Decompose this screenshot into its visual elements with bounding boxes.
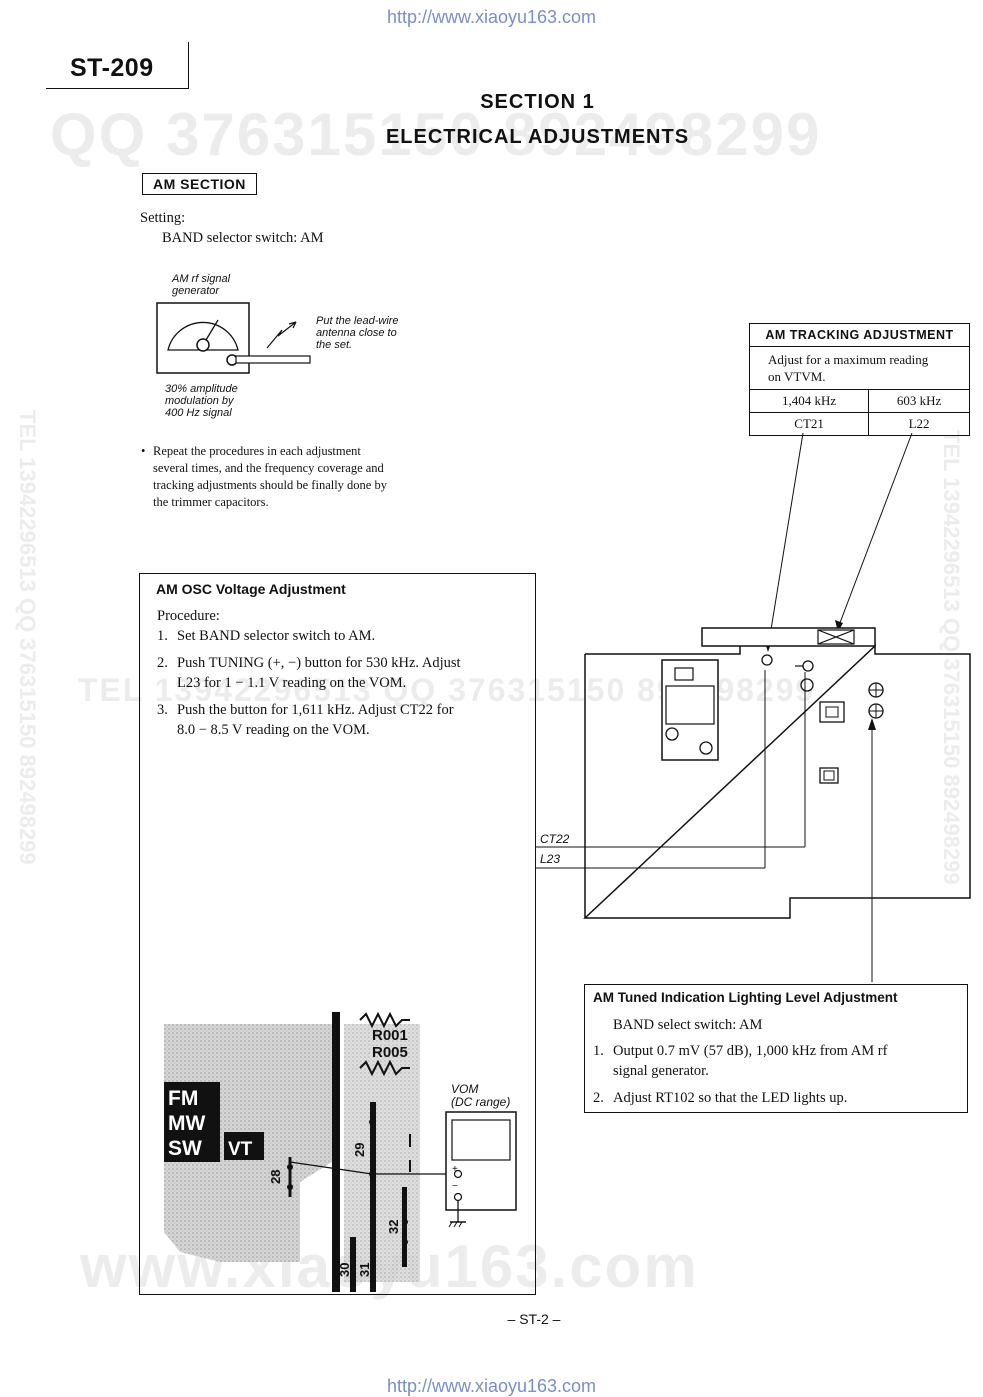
osc-step: 3.Push the button for 1,611 kHz. Adjust … <box>157 702 454 738</box>
am-section-label: AM SECTION <box>142 173 257 195</box>
tracking-title: AM TRACKING ADJUSTMENT <box>749 323 970 347</box>
l23-label: L23 <box>540 852 561 866</box>
model-divider <box>188 42 189 89</box>
vom-minus: − <box>452 1181 458 1192</box>
osc-step: 1.Set BAND selector switch to AM. <box>157 628 376 644</box>
osc-step: 2.Push TUNING (+, −) button for 530 kHz.… <box>157 655 461 691</box>
signal-generator-drawing <box>156 302 311 374</box>
pcb-pin-28: 28 <box>268 1170 283 1184</box>
tracking-part-2: L22 <box>868 412 970 436</box>
pcb-fm-label: FM <box>168 1087 198 1110</box>
tracking-part-1: CT21 <box>748 412 870 436</box>
pcb-r001: R001 <box>372 1027 408 1044</box>
pcb-r005: R005 <box>372 1044 408 1061</box>
tuned-title: AM Tuned Indication Lighting Level Adjus… <box>593 990 898 1005</box>
ct22-label: CT22 <box>540 832 570 846</box>
pcb-pin-31: 31 <box>357 1263 372 1277</box>
setting-label: Setting: <box>140 210 186 226</box>
tracking-freq-2: 603 kHz <box>868 389 970 413</box>
pcb-sw-label: SW <box>168 1137 202 1160</box>
pcb-pattern: FM MW SW VT R001 R005 28 29 30 31 32 + − <box>164 1012 517 1292</box>
pcb-mw-label: MW <box>168 1112 205 1135</box>
generator-label: AM rf signal generator <box>172 273 231 297</box>
url-top[interactable]: http://www.xiaoyu163.com <box>386 7 597 27</box>
pcb-pin-32: 32 <box>386 1220 401 1234</box>
setting-value: BAND selector switch: AM <box>162 230 324 246</box>
bullet-icon: • <box>141 444 146 458</box>
watermark-side-left: TEL 13942296513 QQ 376315150 892498299 <box>15 410 40 865</box>
vom-plus: + <box>452 1164 458 1175</box>
pcb-vt-label: VT <box>228 1139 253 1160</box>
osc-panel <box>139 573 536 1295</box>
tracking-table: AM TRACKING ADJUSTMENT Adjust for a maxi… <box>748 323 970 436</box>
url-bottom[interactable]: http://www.xiaoyu163.com <box>386 1376 597 1396</box>
modulation-note: 30% amplitude modulation by 400 Hz signa… <box>165 383 238 419</box>
tracking-freq-1: 1,404 kHz <box>748 389 870 413</box>
osc-steps: 1.Set BAND selector switch to AM. 2.Push… <box>157 626 519 747</box>
section-title: ELECTRICAL ADJUSTMENTS <box>385 126 690 148</box>
pcb-pin-29: 29 <box>352 1143 367 1157</box>
repeat-note: •Repeat the procedures in each adjustmen… <box>141 444 387 509</box>
pcb-pin-30: 30 <box>337 1263 352 1277</box>
tuned-step: 1.Output 0.7 mV (57 dB), 1,000 kHz from … <box>593 1043 888 1079</box>
model-underline <box>46 88 189 89</box>
tuned-steps: 1.Output 0.7 mV (57 dB), 1,000 kHz from … <box>593 1041 953 1115</box>
tuned-step: 2.Adjust RT102 so that the LED lights up… <box>593 1090 848 1106</box>
vom-label: VOM (DC range) <box>451 1082 511 1109</box>
tuned-band: BAND select switch: AM <box>613 1017 763 1033</box>
watermark-side-right: TEL 13942296513 QQ 376315150 892498299 <box>939 430 964 885</box>
watermark-qq: QQ 376315150 892498299 <box>50 101 822 168</box>
osc-title: AM OSC Voltage Adjustment <box>156 581 346 597</box>
section-number: SECTION 1 <box>480 91 595 113</box>
page-number: – ST-2 – <box>507 1311 561 1327</box>
tuned-panel <box>584 984 968 1113</box>
antenna-note: Put the lead-wire antenna close to the s… <box>316 315 399 351</box>
board-drawing <box>535 432 971 982</box>
model-number: ST-209 <box>70 54 154 82</box>
procedure-label: Procedure: <box>157 608 220 624</box>
